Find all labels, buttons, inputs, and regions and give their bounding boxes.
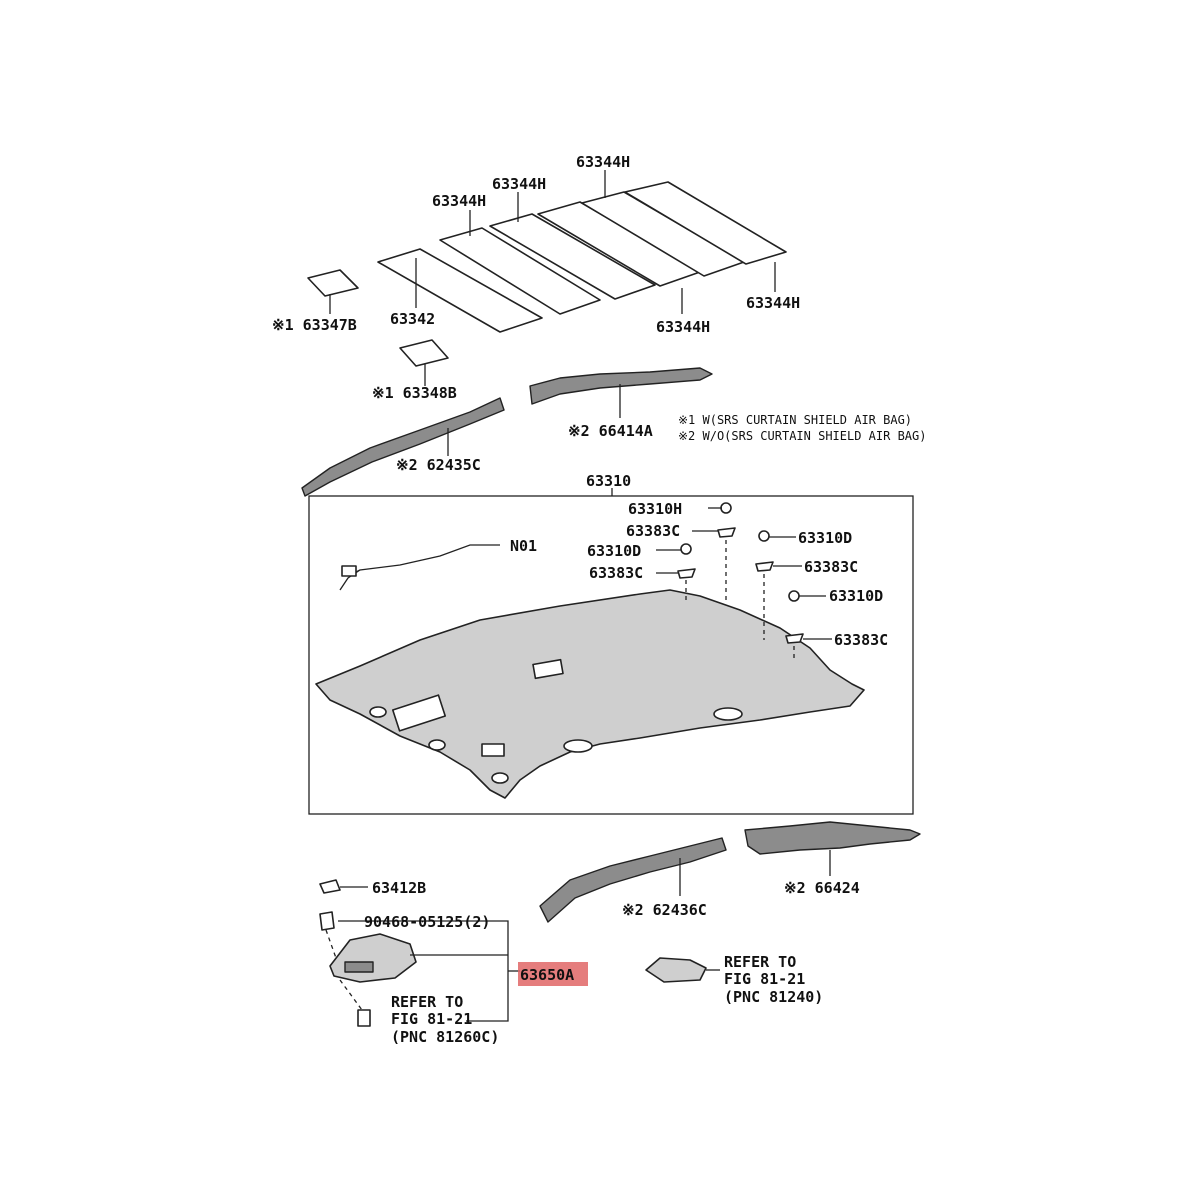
label-66414a: ※2 66414A bbox=[568, 422, 653, 440]
pad-63342 bbox=[377, 248, 543, 333]
highlight-63650a bbox=[518, 962, 588, 986]
label-63342: 63342 bbox=[390, 310, 435, 328]
label-63310h: 63310H bbox=[628, 500, 682, 518]
rail-pad-66424 bbox=[744, 821, 921, 855]
label-63310d-b: 63310D bbox=[798, 529, 852, 547]
refer-2-line-1: REFER TO bbox=[724, 953, 796, 971]
wire-connector bbox=[341, 565, 357, 577]
dash-lamp-1 bbox=[325, 929, 337, 959]
headliner-hole-3 bbox=[491, 772, 509, 784]
headliner-frame bbox=[308, 495, 914, 815]
headliner-map-lamp-cutout bbox=[532, 658, 564, 680]
label-63344h-a: 63344H bbox=[432, 192, 486, 210]
label-63650a: 63650A bbox=[520, 966, 574, 984]
rail-pad-66414a bbox=[529, 367, 713, 405]
clip-63383c-c bbox=[755, 561, 774, 572]
label-62435c: ※2 62435C bbox=[396, 456, 481, 474]
label-63310d-a: 63310D bbox=[587, 542, 641, 560]
map-lamp-assy bbox=[329, 933, 417, 983]
pad-63344h-1 bbox=[439, 227, 601, 315]
clip-63310d-c bbox=[788, 590, 800, 602]
pad-63347b bbox=[307, 269, 359, 297]
room-lamp-81240 bbox=[645, 957, 707, 983]
clip-63412b bbox=[319, 879, 341, 894]
clip-63310d-a bbox=[680, 543, 692, 555]
pad-63348b bbox=[399, 339, 449, 367]
clip-63310h bbox=[720, 502, 732, 514]
label-63383c-a: 63383C bbox=[626, 522, 680, 540]
label-63412b: 63412B bbox=[372, 879, 426, 897]
label-63383c-d: 63383C bbox=[834, 631, 888, 649]
label-63348b: ※1 63348B bbox=[372, 384, 457, 402]
rail-pad-62435c bbox=[301, 397, 505, 497]
label-63347b: ※1 63347B bbox=[272, 316, 357, 334]
label-62436c: ※2 62436C bbox=[622, 901, 707, 919]
headliner-hole-1 bbox=[369, 706, 387, 718]
map-lamp-lens bbox=[344, 961, 374, 973]
label-63383c-b: 63383C bbox=[589, 564, 643, 582]
headliner-sunroof-cutout bbox=[391, 694, 447, 732]
refer-1-line-3: (PNC 81260C) bbox=[391, 1028, 499, 1046]
note-1: ※1 W(SRS CURTAIN SHIELD AIR BAG) bbox=[678, 413, 912, 427]
clip-63310d-b bbox=[758, 530, 770, 542]
headliner-hole-5 bbox=[713, 707, 743, 721]
clip-63383c-a bbox=[717, 527, 736, 538]
label-63310: 63310 bbox=[586, 472, 631, 490]
refer-1-line-1: REFER TO bbox=[391, 993, 463, 1011]
screw-90468-05125 bbox=[319, 911, 335, 931]
label-63344h-d: 63344H bbox=[656, 318, 710, 336]
label-63310d-c: 63310D bbox=[829, 587, 883, 605]
clip-63383c-b bbox=[677, 568, 696, 579]
label-63344h-c: 63344H bbox=[576, 153, 630, 171]
pad-63344h-5 bbox=[624, 181, 787, 265]
label-90468-05125: 90468-05125(2) bbox=[364, 913, 490, 931]
label-63344h-e: 63344H bbox=[746, 294, 800, 312]
headliner-hole-2 bbox=[428, 739, 446, 751]
refer-2-line-2: FIG 81-21 bbox=[724, 970, 805, 988]
refer-2-line-3: (PNC 81240) bbox=[724, 988, 823, 1006]
label-n01: N01 bbox=[510, 537, 537, 555]
bulb-81260c bbox=[357, 1009, 371, 1027]
clip-63383c-d bbox=[785, 633, 804, 644]
refer-1-line-2: FIG 81-21 bbox=[391, 1010, 472, 1028]
label-63383c-c: 63383C bbox=[804, 558, 858, 576]
label-63344h-b: 63344H bbox=[492, 175, 546, 193]
label-66424: ※2 66424 bbox=[784, 879, 860, 897]
headliner-hole-4 bbox=[563, 739, 593, 753]
headliner-lamp-cutout-2 bbox=[481, 743, 505, 757]
clip-set bbox=[677, 502, 804, 660]
dash-lamp-2 bbox=[339, 979, 363, 1011]
wire-harness-n01 bbox=[339, 544, 500, 591]
headliner-63310 bbox=[315, 589, 865, 799]
note-2: ※2 W/O(SRS CURTAIN SHIELD AIR BAG) bbox=[678, 429, 926, 443]
